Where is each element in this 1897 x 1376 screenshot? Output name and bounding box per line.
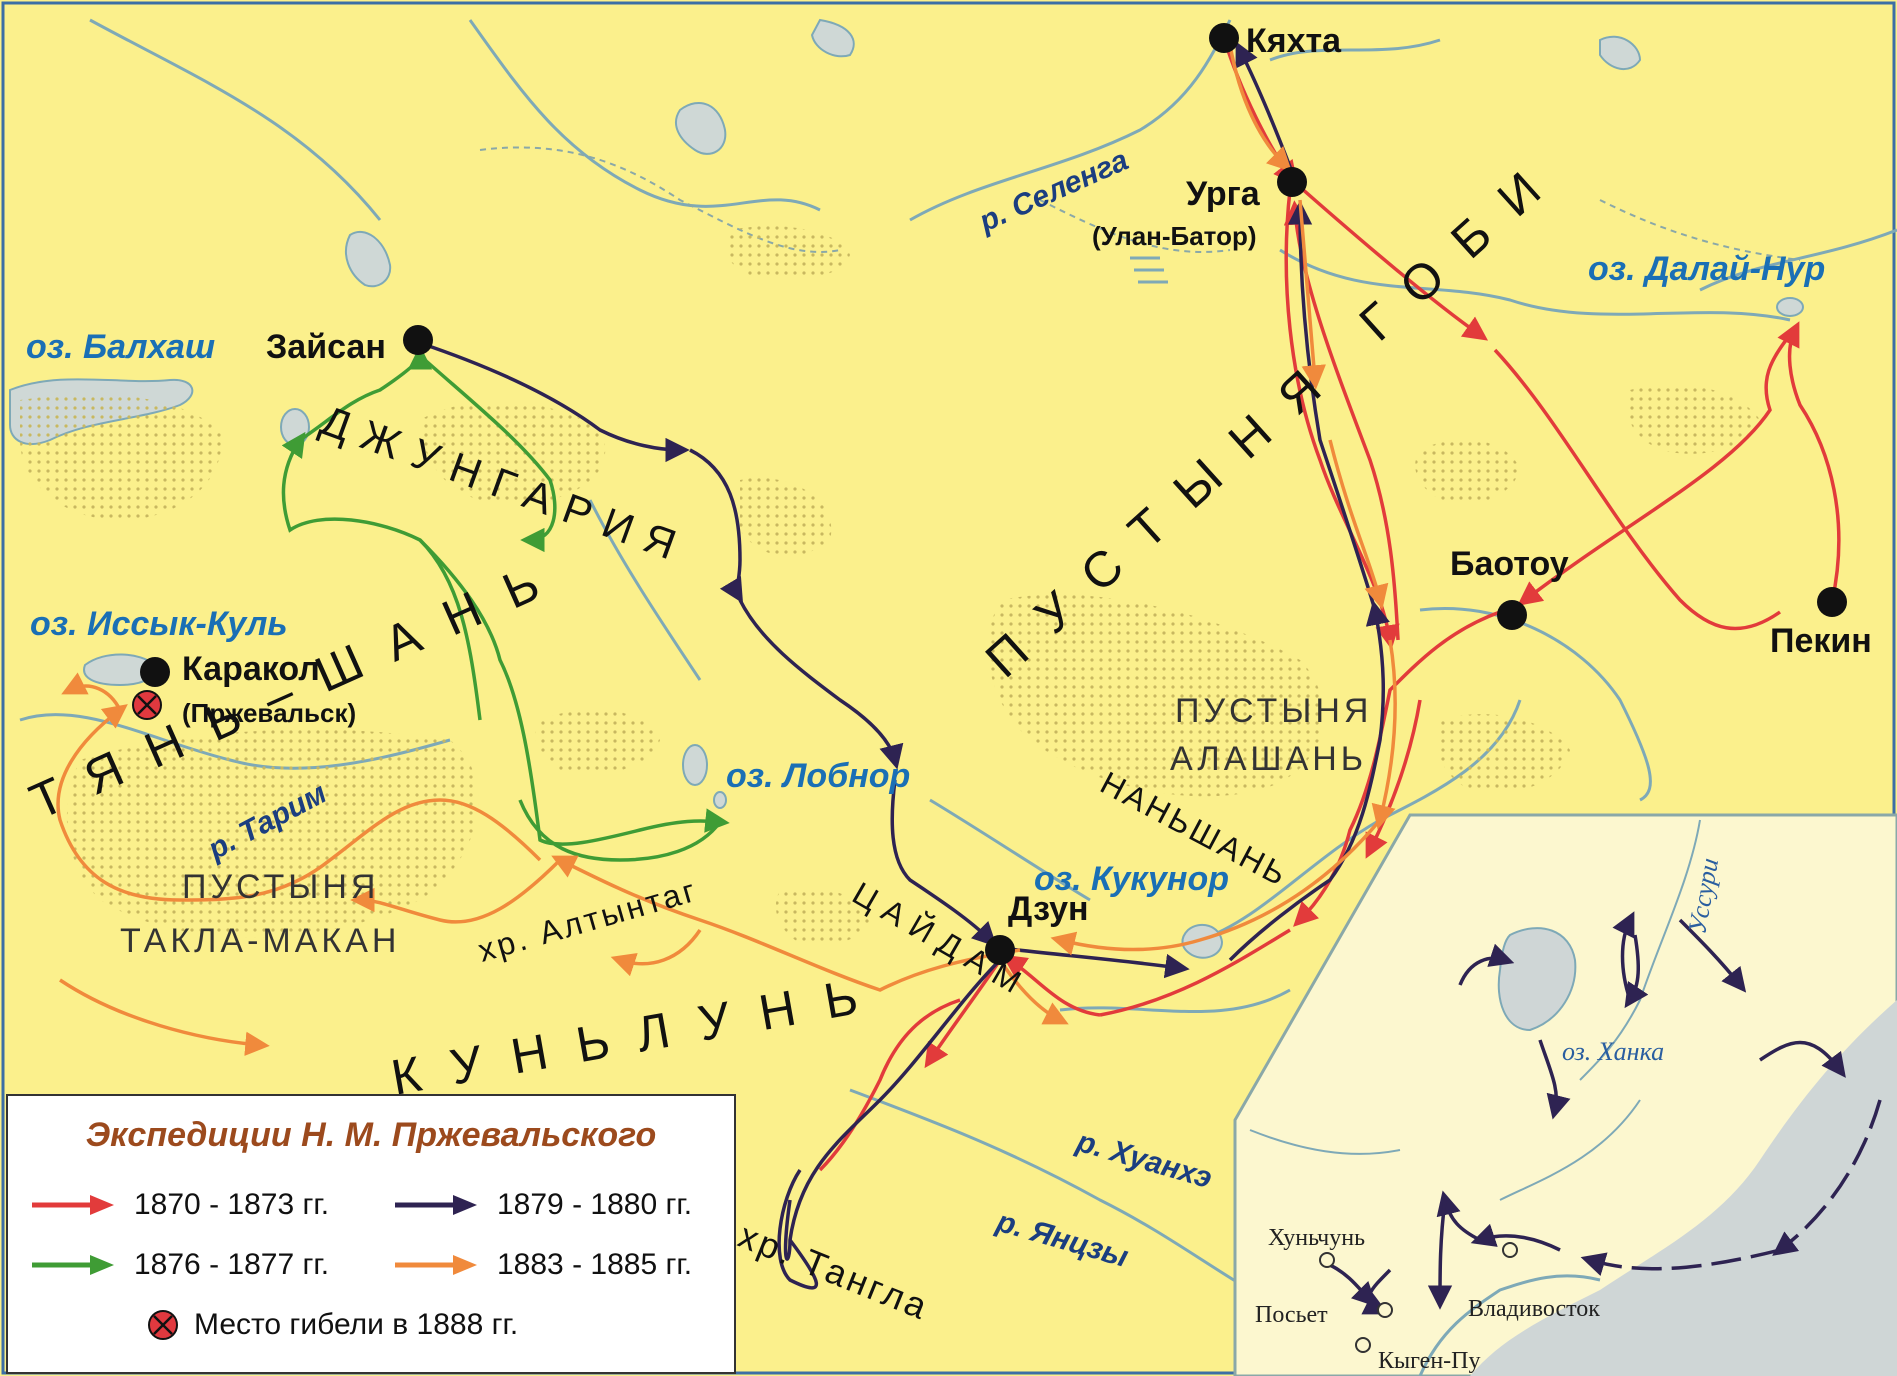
legend-label-death-place: Место гибели в 1888 гг. <box>194 1308 519 1341</box>
lake-north-2 <box>810 18 855 58</box>
legend-item-1883-1885: 1883 - 1885 гг. <box>393 1248 692 1282</box>
city-baotou-label: Баотоу <box>1450 545 1569 583</box>
desert-alashan-line1: ПУСТЫНЯ <box>1175 692 1372 730</box>
inset-vladivostok-label: Владивосток <box>1468 1296 1600 1322</box>
inset-hunchun-label: Хуньчунь <box>1268 1225 1365 1251</box>
city-peking-label: Пекин <box>1770 622 1872 660</box>
death-place-icon <box>148 1310 178 1340</box>
lake-zaisan-shape <box>345 230 392 288</box>
city-urga-label: Урга <box>1186 175 1261 213</box>
city-dzun-label: Дзун <box>1008 890 1089 928</box>
lake-north-3 <box>1599 35 1642 70</box>
lake-balkhash-label: оз. Балхаш <box>26 328 215 366</box>
legend-arrow-red-icon <box>32 1195 114 1215</box>
inset-town-hunchun <box>1319 1252 1335 1268</box>
legend-item-1879-1880: 1879 - 1880 гг. <box>393 1188 692 1222</box>
inset-route <box>1329 911 1882 1315</box>
lake-issyk-kul-label: оз. Иссык-Куль <box>30 605 288 643</box>
inset-coast <box>1418 1274 1601 1376</box>
route-1879-1880 <box>419 41 1390 1290</box>
inset-khanka-label: оз. Ханка <box>1562 1037 1664 1066</box>
lake-north-1 <box>675 101 727 155</box>
legend-label-1870-1873: 1870 - 1873 гг. <box>134 1188 330 1221</box>
city-karakol-label: Каракол <box>182 650 320 688</box>
city-karakol-marker <box>140 657 170 687</box>
lake-small-1 <box>280 408 310 446</box>
inset-town-kygen-pu <box>1355 1337 1371 1353</box>
inset-posyet-label: Посьет <box>1255 1302 1328 1328</box>
legend: Экспедиции Н. М. Пржевальского 1870 - 18… <box>6 1094 736 1374</box>
city-zaisan-label: Зайсан <box>266 328 386 366</box>
desert-alashan-line2: АЛАШАНЬ <box>1170 740 1367 778</box>
desert-taklamakan-line2: ТАКЛА-МАКАН <box>120 922 400 960</box>
inset-kygen-pu-label: Кыген-Пу <box>1378 1348 1480 1374</box>
legend-item-death-place: Место гибели в 1888 гг. <box>146 1308 518 1342</box>
inset-town-vladivostok <box>1502 1242 1518 1258</box>
inset-map: Уссури оз. Ханка Хуньчунь Посьет Кыген-П… <box>1233 813 1897 1376</box>
city-kyakhta-marker <box>1209 23 1239 53</box>
lake-kukunor-shape <box>1181 923 1224 959</box>
lake-dalai-nur-label: оз. Далай-Нур <box>1588 250 1825 288</box>
city-dzun-marker <box>985 935 1015 965</box>
lake-lobnor-small <box>713 791 727 809</box>
lake-lobnor-label: оз. Лобнор <box>726 757 910 795</box>
inset-town-posyet <box>1377 1302 1393 1318</box>
desert-taklamakan-line1: ПУСТЫНЯ <box>182 868 379 906</box>
city-peking-marker <box>1817 587 1847 617</box>
legend-title: Экспедиции Н. М. Пржевальского <box>85 1116 657 1154</box>
legend-label-1876-1877: 1876 - 1877 гг. <box>134 1248 330 1281</box>
city-zaisan-marker <box>403 325 433 355</box>
deserts <box>20 226 1760 945</box>
city-kyakhta-label: Кяхта <box>1246 22 1342 60</box>
legend-item-1876-1877: 1876 - 1877 гг. <box>30 1248 329 1282</box>
lake-dalai-nur-shape <box>1776 297 1804 317</box>
lake-lobnor-shape <box>682 744 708 786</box>
legend-label-1879-1880: 1879 - 1880 гг. <box>497 1188 693 1221</box>
marsh-marks <box>1130 256 1168 284</box>
legend-label-1883-1885: 1883 - 1885 гг. <box>497 1248 693 1281</box>
route-1883-1885 <box>56 44 1397 1056</box>
inset-sea <box>1470 1000 1897 1376</box>
route-1876-1877 <box>281 345 730 862</box>
legend-arrow-navy-icon <box>395 1195 477 1215</box>
legend-arrow-green-icon <box>32 1255 114 1275</box>
death-place-marker <box>132 690 162 720</box>
city-baotou-marker <box>1497 600 1527 630</box>
inset-towns <box>1319 1242 1518 1353</box>
city-karakol-sublabel: (Пржевальск) <box>182 698 356 728</box>
lake-kukunor-label: оз. Кукунор <box>1034 860 1229 898</box>
legend-item-1870-1873: 1870 - 1873 гг. <box>30 1188 329 1222</box>
city-urga-marker <box>1277 167 1307 197</box>
cities: Кяхта Урга (Улан-Батор) Зайсан Каракол (… <box>132 22 1872 965</box>
city-urga-sublabel: (Улан-Батор) <box>1092 221 1257 251</box>
rivers <box>19 18 1897 1292</box>
legend-arrow-orange-icon <box>395 1255 477 1275</box>
